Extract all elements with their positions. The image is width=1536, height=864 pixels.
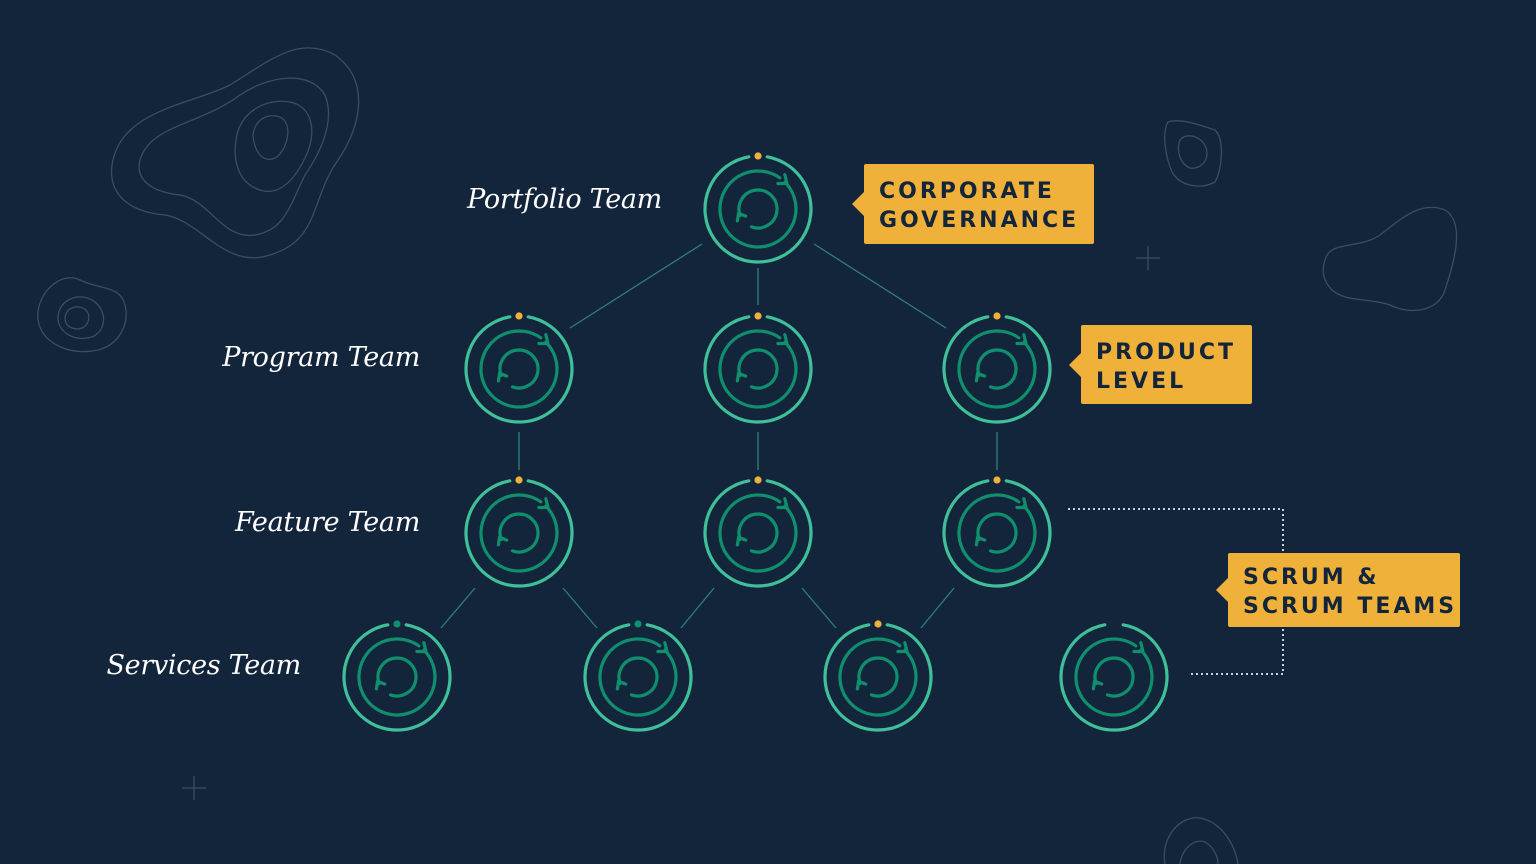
team-node-portfolio bbox=[703, 152, 813, 264]
cycle-icon bbox=[957, 493, 1037, 573]
team-node-program-1 bbox=[464, 312, 574, 424]
team-node-services-3 bbox=[823, 620, 933, 732]
status-dot bbox=[993, 476, 1001, 484]
team-node-program-2 bbox=[703, 312, 813, 424]
team-nodes bbox=[342, 152, 1169, 732]
status-dot bbox=[515, 312, 523, 320]
status-dot bbox=[754, 312, 762, 320]
connector-lines bbox=[440, 243, 998, 629]
cycle-icon bbox=[957, 329, 1037, 409]
team-node-feature-2 bbox=[703, 476, 813, 588]
team-node-services-2 bbox=[583, 620, 693, 732]
callout-product-line2: LEVEL bbox=[1096, 369, 1187, 394]
cycle-icon bbox=[357, 637, 437, 717]
label-portfolio-team: Portfolio Team bbox=[467, 184, 662, 215]
callout-scrum-line2: SCRUM TEAMS bbox=[1243, 594, 1458, 619]
cycle-icon bbox=[718, 493, 798, 573]
cycle-icon bbox=[718, 329, 798, 409]
status-dot bbox=[993, 312, 1001, 320]
label-program-team: Program Team bbox=[222, 342, 420, 373]
callout-corporate-line1: CORPORATE bbox=[879, 179, 1055, 204]
team-node-feature-1 bbox=[464, 476, 574, 588]
cycle-icon bbox=[1074, 637, 1154, 717]
status-dot bbox=[874, 620, 882, 628]
cycle-icon bbox=[838, 637, 918, 717]
team-node-feature-3 bbox=[942, 476, 1052, 588]
cycle-icon bbox=[479, 493, 559, 573]
team-node-services-1 bbox=[342, 620, 452, 732]
status-dot bbox=[515, 476, 523, 484]
cycle-icon bbox=[479, 329, 559, 409]
label-services-team: Services Team bbox=[106, 650, 301, 681]
callout-corporate-line2: GOVERNANCE bbox=[879, 208, 1080, 233]
label-feature-team: Feature Team bbox=[234, 507, 420, 538]
callout-scrum-teams: SCRUM & SCRUM TEAMS bbox=[1216, 553, 1460, 627]
cycle-icon bbox=[718, 169, 798, 249]
callout-scrum-line1: SCRUM & bbox=[1243, 565, 1380, 590]
background-decoration bbox=[37, 47, 1458, 864]
status-dot bbox=[754, 476, 762, 484]
status-dot bbox=[393, 620, 401, 628]
cycle-icon bbox=[598, 637, 678, 717]
callout-product-level: PRODUCT LEVEL bbox=[1069, 325, 1252, 404]
status-dot bbox=[754, 152, 762, 160]
callout-product-line1: PRODUCT bbox=[1096, 340, 1237, 365]
status-dot bbox=[634, 620, 642, 628]
team-node-program-3 bbox=[942, 312, 1052, 424]
callout-corporate-governance: CORPORATE GOVERNANCE bbox=[852, 164, 1094, 244]
team-node-services-4 bbox=[1059, 623, 1169, 732]
